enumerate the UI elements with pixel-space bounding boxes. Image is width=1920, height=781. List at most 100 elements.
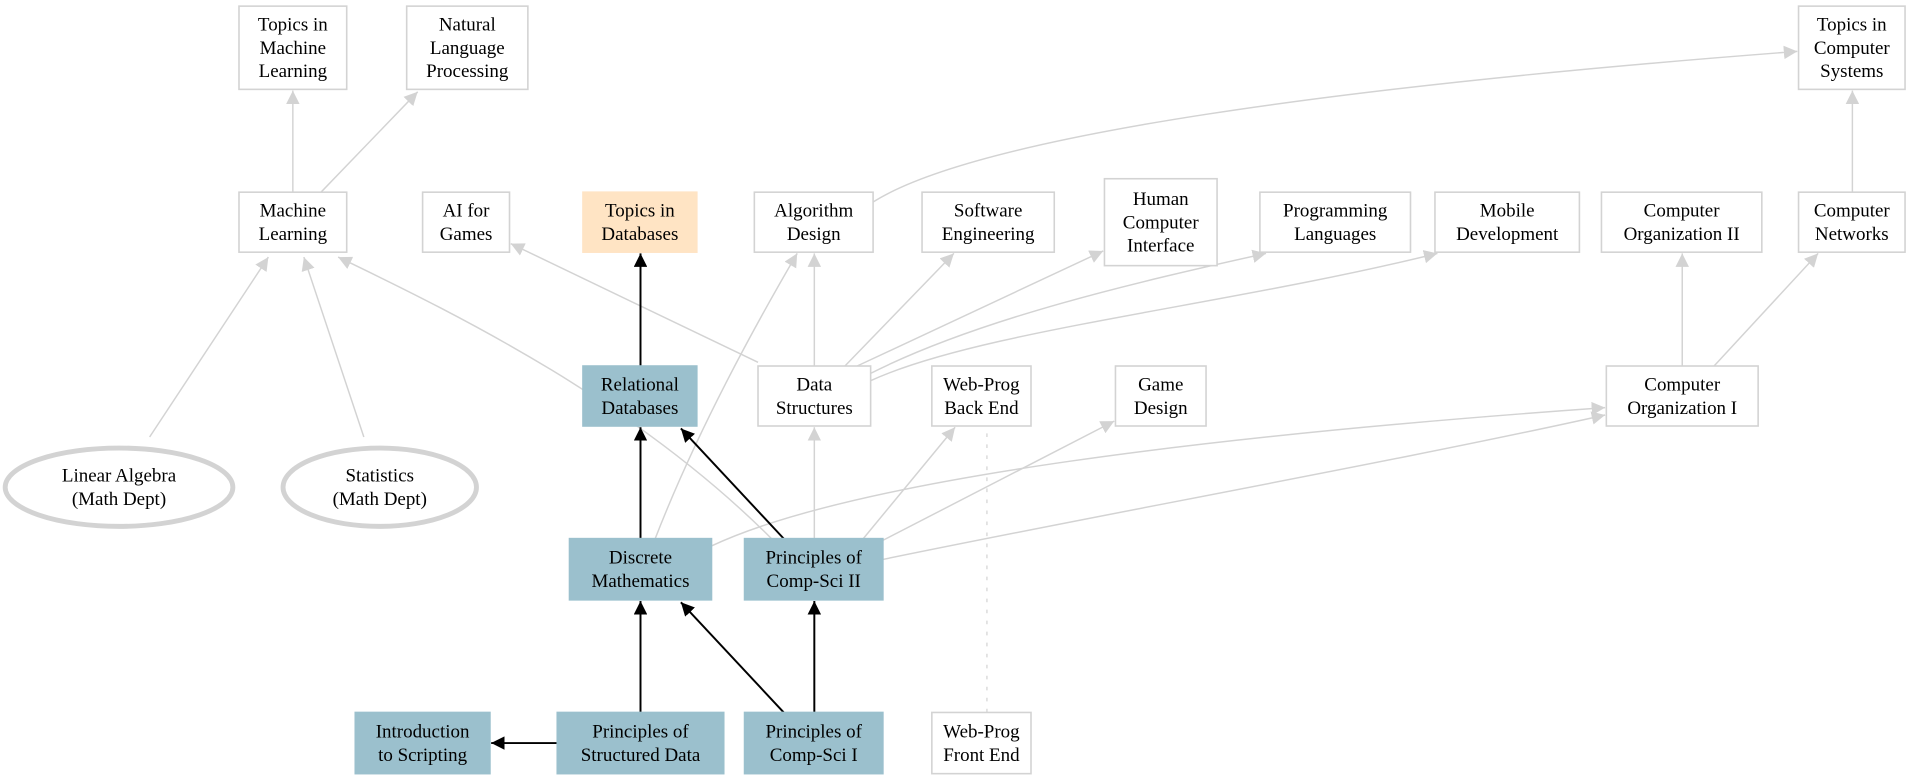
edge-cs2-to-web_back <box>862 426 956 540</box>
node-label: Computer <box>1123 212 1200 233</box>
node-label: Databases <box>601 224 678 245</box>
edge-cs2-to-game <box>876 420 1115 545</box>
node-label: Topics in <box>1817 15 1887 36</box>
node-label: to Scripting <box>378 745 468 766</box>
edge-ml-to-nlp <box>320 91 419 193</box>
edges-layer <box>149 45 1860 750</box>
edge-cs2-to-reldb <box>680 427 785 540</box>
node-shape <box>582 365 698 427</box>
edge-cs2-to-ml <box>337 256 773 540</box>
node-label: Learning <box>259 224 328 245</box>
node-label: Systems <box>1820 61 1883 82</box>
node-shape <box>238 191 348 253</box>
node-label: Machine <box>260 201 326 222</box>
node-label: Back End <box>944 398 1019 419</box>
edge-alg-to-topics_cs <box>872 45 1798 203</box>
node-label: Algorithm <box>774 201 853 222</box>
node-label: Design <box>1134 398 1188 419</box>
node-shape <box>421 191 511 253</box>
node-label: Principles of <box>592 722 689 743</box>
node-label: Structures <box>776 398 853 419</box>
node-linalg: Linear Algebra(Math Dept) <box>2 445 236 529</box>
node-shape <box>568 537 713 601</box>
node-label: (Math Dept) <box>333 489 427 510</box>
node-shape <box>931 365 1032 427</box>
node-label: Web-Prog <box>943 722 1020 743</box>
edge-discrete-to-alg <box>654 253 798 539</box>
edge-ds-to-mobile <box>870 250 1438 382</box>
node-label: Natural <box>439 15 496 36</box>
node-shape <box>354 711 491 775</box>
node-label: Databases <box>601 398 678 419</box>
node-shape <box>582 191 698 253</box>
node-label: Networks <box>1815 224 1889 245</box>
node-shape <box>1605 365 1759 427</box>
node-shape <box>743 537 884 601</box>
node-label: Computer <box>1644 375 1721 396</box>
edge-ds-to-pl <box>870 249 1267 375</box>
node-label: Principles of <box>766 722 863 743</box>
node-label: Game <box>1138 375 1183 396</box>
node-shape <box>753 191 874 253</box>
node-label: Mobile <box>1480 201 1535 222</box>
edge-ds-to-ai_games <box>510 242 759 364</box>
node-label: Language <box>430 38 505 59</box>
node-shape <box>1434 191 1581 253</box>
node-label: Organization I <box>1627 398 1737 419</box>
node-label: Human <box>1133 189 1189 210</box>
node-shape <box>238 5 348 91</box>
edge-ds-to-hci <box>856 250 1104 367</box>
node-label: Discrete <box>609 548 672 569</box>
node-label: Topics in <box>605 201 675 222</box>
node-label: Data <box>796 375 832 396</box>
node-shape <box>405 5 529 91</box>
node-label: Statistics <box>346 466 415 487</box>
node-label: AI for <box>443 201 491 222</box>
node-label: Linear Algebra <box>62 466 177 487</box>
node-label: Computer <box>1644 201 1721 222</box>
edge-discrete-to-co1 <box>711 401 1606 547</box>
node-label: Computer <box>1814 38 1891 59</box>
node-label: Principles of <box>766 548 863 569</box>
edge-cs1-to-discrete <box>680 601 785 714</box>
node-shape <box>1103 177 1218 267</box>
node-stats: Statistics(Math Dept) <box>280 445 479 529</box>
node-label: Design <box>787 224 841 245</box>
node-label: Front End <box>943 745 1020 766</box>
node-label: Learning <box>259 61 328 82</box>
node-label: Relational <box>601 375 679 396</box>
node-label: Machine <box>260 38 326 59</box>
edge-ds-to-se <box>844 252 955 367</box>
node-shape <box>921 191 1056 253</box>
node-shape <box>2 445 236 529</box>
node-shape <box>743 711 884 775</box>
node-shape <box>1600 191 1763 253</box>
node-label: Computer <box>1814 201 1891 222</box>
edge-cs2-to-co1 <box>882 411 1606 561</box>
node-label: Software <box>954 201 1022 222</box>
edge-co1-to-net <box>1713 252 1819 367</box>
nodes-layer: Topics inMachineLearningNaturalLanguageP… <box>2 5 1906 775</box>
node-label: Games <box>440 224 493 245</box>
node-shape <box>1797 191 1906 253</box>
node-shape <box>757 365 872 427</box>
